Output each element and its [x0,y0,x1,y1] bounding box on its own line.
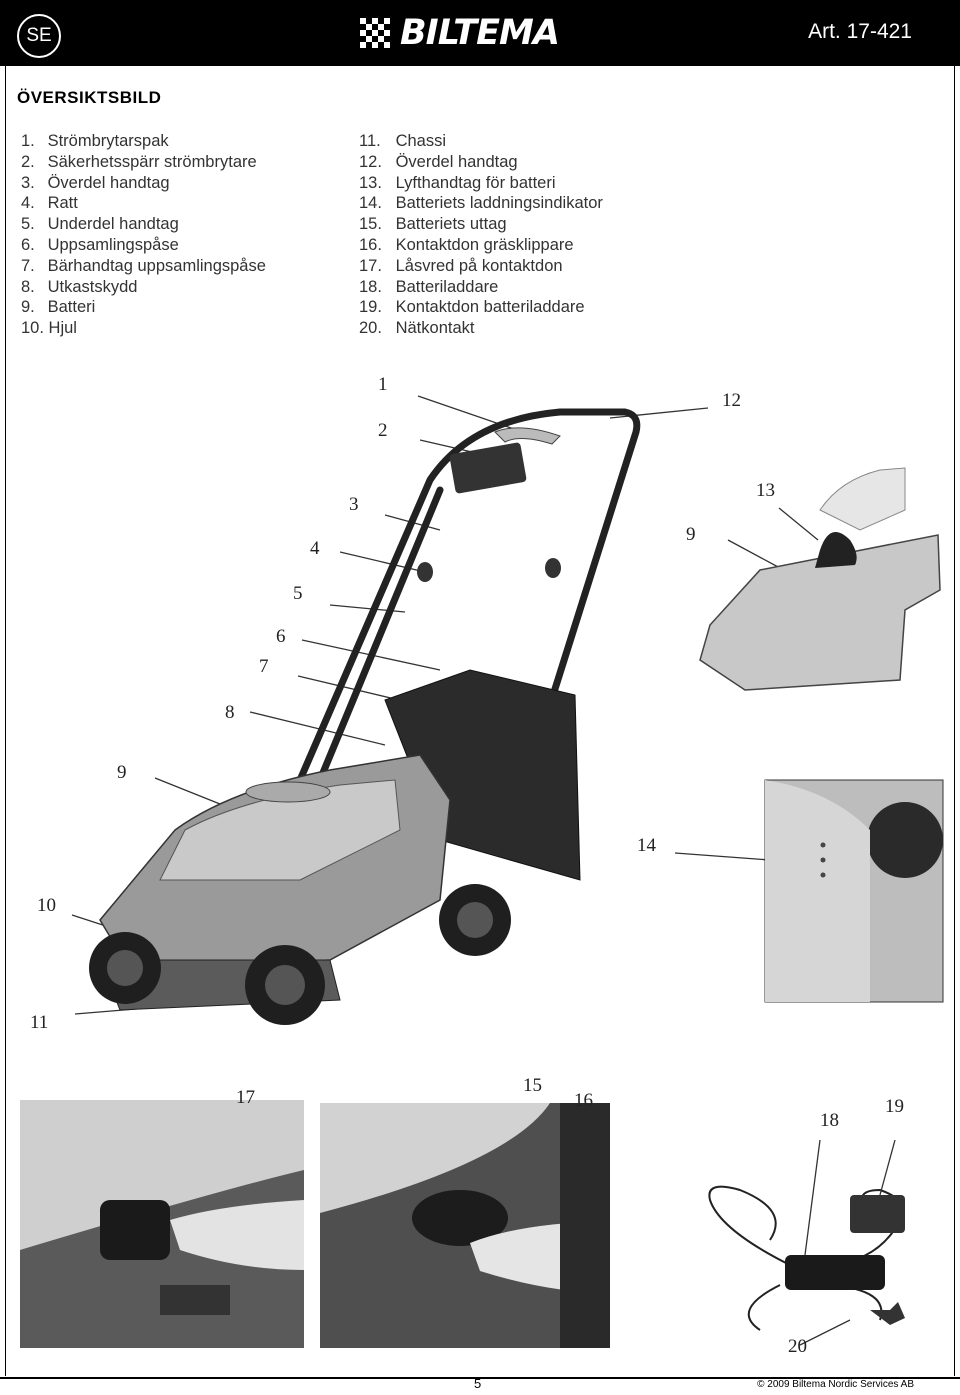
page-number: 5 [474,1376,482,1391]
language-badge: SE [17,14,61,58]
callout-16: 16 [574,1090,593,1111]
parts-list-left: 1. Strömbrytarspak 2. Säkerhetsspärr str… [21,131,266,339]
callout-13: 13 [756,480,775,501]
footer-bar [0,1377,960,1395]
callout-10: 10 [37,895,56,916]
callout-4: 4 [310,538,320,559]
list-item: 1. Strömbrytarspak [21,132,169,150]
list-item: 12. Överdel handtag [359,152,518,171]
list-item: 17. Låsvred på kontaktdon [359,256,563,275]
battery-charger-illustration [708,1140,905,1346]
list-item: 10. Hjul [21,319,77,338]
callout-3: 3 [349,494,359,515]
list-item: 2. Säkerhetsspärr strömbrytare [21,152,257,171]
right-border [954,66,955,1376]
list-item: 7. Bärhandtag uppsamlingspåse [21,256,266,275]
callout-12: 12 [722,390,741,411]
callout-1: 1 [378,374,388,395]
battery-socket-photo [320,1103,610,1348]
callout-9-mower: 9 [117,762,127,783]
callout-9-battery: 9 [686,524,696,545]
article-number: Art. 17-421 [808,20,912,43]
callout-6: 6 [276,626,286,647]
lawn-mower-illustration [71,395,944,1025]
callout-14: 14 [637,835,656,856]
header-bar: SE BILTEMA Art. 17-421 [0,0,960,66]
copyright: © 2009 Biltema Nordic Services AB [757,1379,914,1390]
callout-20: 20 [788,1336,807,1357]
list-item: 9. Batteri [21,298,96,317]
brand-name: BILTEMA [400,13,560,53]
callout-17: 17 [236,1087,255,1108]
list-item: 19. Kontaktdon batteriladdare [359,298,585,317]
callout-8: 8 [225,702,235,723]
callout-2: 2 [378,420,388,441]
callout-15: 15 [523,1075,542,1096]
callout-5: 5 [293,583,303,604]
callout-11: 11 [30,1012,49,1033]
list-item: 8. Utkastskydd [21,277,138,296]
parts-list-right: 11. Chassi 12. Överdel handtag 13. Lyfth… [359,131,603,339]
list-item: 6. Uppsamlingspåse [21,235,179,254]
list-item: 16. Kontaktdon gräsklippare [359,235,574,254]
list-item: 14. Batteriets laddningsindikator [359,194,603,213]
list-item: 13. Lyfthandtag för batteri [359,173,556,192]
list-item: 15. Batteriets uttag [359,215,507,234]
callout-7: 7 [259,656,269,677]
list-item: 18. Batteriladdare [359,277,499,296]
left-border [5,66,6,1376]
list-item: 3. Överdel handtag [21,173,170,192]
callout-19: 19 [885,1096,904,1117]
checkered-flag-icon [360,18,390,48]
list-item: 20. Nätkontakt [359,319,475,338]
list-item: 11. Chassi [359,132,447,150]
list-item: 5. Underdel handtag [21,215,179,234]
callout-18: 18 [820,1110,839,1131]
list-item: 4. Ratt [21,194,78,213]
brand-logo: BILTEMA [360,13,560,53]
connector-lock-photo [20,1100,304,1348]
section-title: ÖVERSIKTSBILD [17,88,162,107]
